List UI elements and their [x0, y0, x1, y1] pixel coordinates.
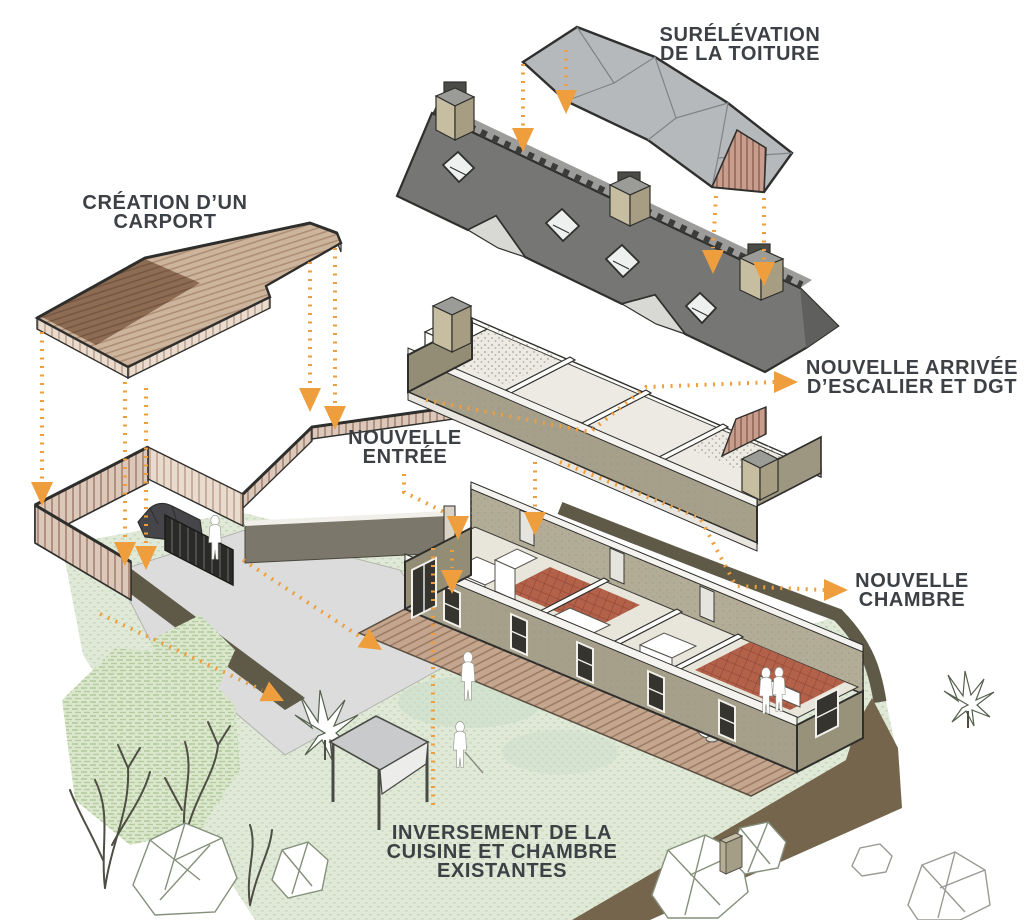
arrow-driveway-1 — [259, 681, 284, 702]
arrow-carport-1 — [31, 482, 53, 506]
guide-roof-right-1 — [711, 195, 718, 249]
new-roof-plate — [521, 25, 794, 194]
standing-stone — [718, 832, 744, 875]
geodesic-bushes — [132, 821, 991, 920]
arrow-roof-left-2 — [555, 90, 577, 114]
arrow-carport-3 — [135, 546, 157, 570]
first-floor — [407, 296, 822, 552]
label-new-entrance: NOUVELLE ENTRÉE — [348, 427, 462, 468]
orange-guide-arrows — [31, 50, 848, 806]
ground-floor — [357, 481, 864, 797]
hedge-right — [557, 501, 887, 703]
arrow-driveway-2 — [357, 628, 382, 650]
entrance-garden-wall — [244, 505, 456, 564]
carport-enclosure — [34, 445, 244, 602]
pergola — [328, 715, 430, 830]
label-roof-elevation: SURÉLÉVATION DE LA TOITURE — [659, 24, 821, 65]
arrow-roof-left-1 — [512, 128, 534, 152]
chimneys — [434, 81, 785, 301]
arrow-carport-5 — [324, 406, 346, 430]
arrow-entrance-1 — [447, 516, 469, 540]
label-carport: CRÉATION D’UN CARPORT — [82, 192, 248, 233]
sketch-trees — [62, 615, 273, 906]
guide-entrance — [402, 474, 447, 515]
gable-wood-panel — [720, 405, 767, 458]
arrow-carport-2 — [114, 542, 136, 566]
arrow-kitchen — [441, 570, 463, 594]
arrow-roof-right-1 — [702, 250, 724, 274]
carport-roof — [34, 221, 343, 380]
new-roof-gable-wood — [710, 128, 767, 193]
arrow-new-bedroom — [824, 579, 848, 601]
arrow-entrance-2 — [524, 512, 546, 536]
arrow-carport-4 — [299, 388, 321, 412]
existing-roof — [395, 81, 840, 374]
label-new-bedroom: NOUVELLE CHAMBRE — [855, 570, 969, 611]
label-stair-arrival: NOUVELLE ARRIVÉE D’ESCALIER ET DGT — [805, 357, 1019, 398]
label-kitchen-bedroom-swap: INVERSEMENT DE LA CUISINE ET CHAMBRE EXI… — [386, 822, 618, 882]
human-figures — [208, 514, 786, 774]
garden-terrain — [55, 501, 902, 920]
arrow-roof-right-2 — [753, 262, 775, 286]
arrow-stair-arrival — [774, 371, 798, 393]
skylights — [441, 150, 718, 325]
front-windows — [443, 584, 736, 743]
